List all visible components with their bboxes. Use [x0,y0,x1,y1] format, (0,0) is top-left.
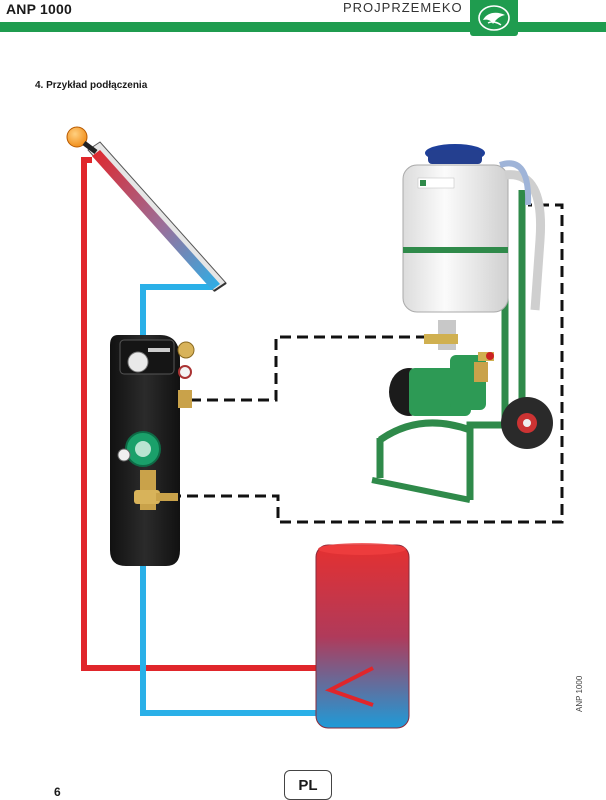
solar-collector [66,126,227,292]
language-badge: PL [284,770,332,800]
thermometer-icon [117,448,131,462]
brand-logo-icon [478,5,510,31]
collector-sensor-icon [66,126,88,148]
section-heading: 4. Przykład podłączenia [35,80,148,91]
filling-station [371,144,553,503]
storage-tank [315,543,410,729]
brand-name: PROJPRZEMEKO [343,0,463,15]
connection-lines [170,203,564,524]
side-label: ANP 1000 [575,675,584,712]
pressure-gauge-icon [178,365,192,379]
header-bar [0,22,606,32]
valve-handle-icon [486,352,494,360]
pump-station [110,335,195,566]
document-title: ANP 1000 [6,1,72,17]
page-number: 6 [54,785,61,799]
cold-pipe [140,284,373,716]
station-gauge-icon [127,351,149,373]
